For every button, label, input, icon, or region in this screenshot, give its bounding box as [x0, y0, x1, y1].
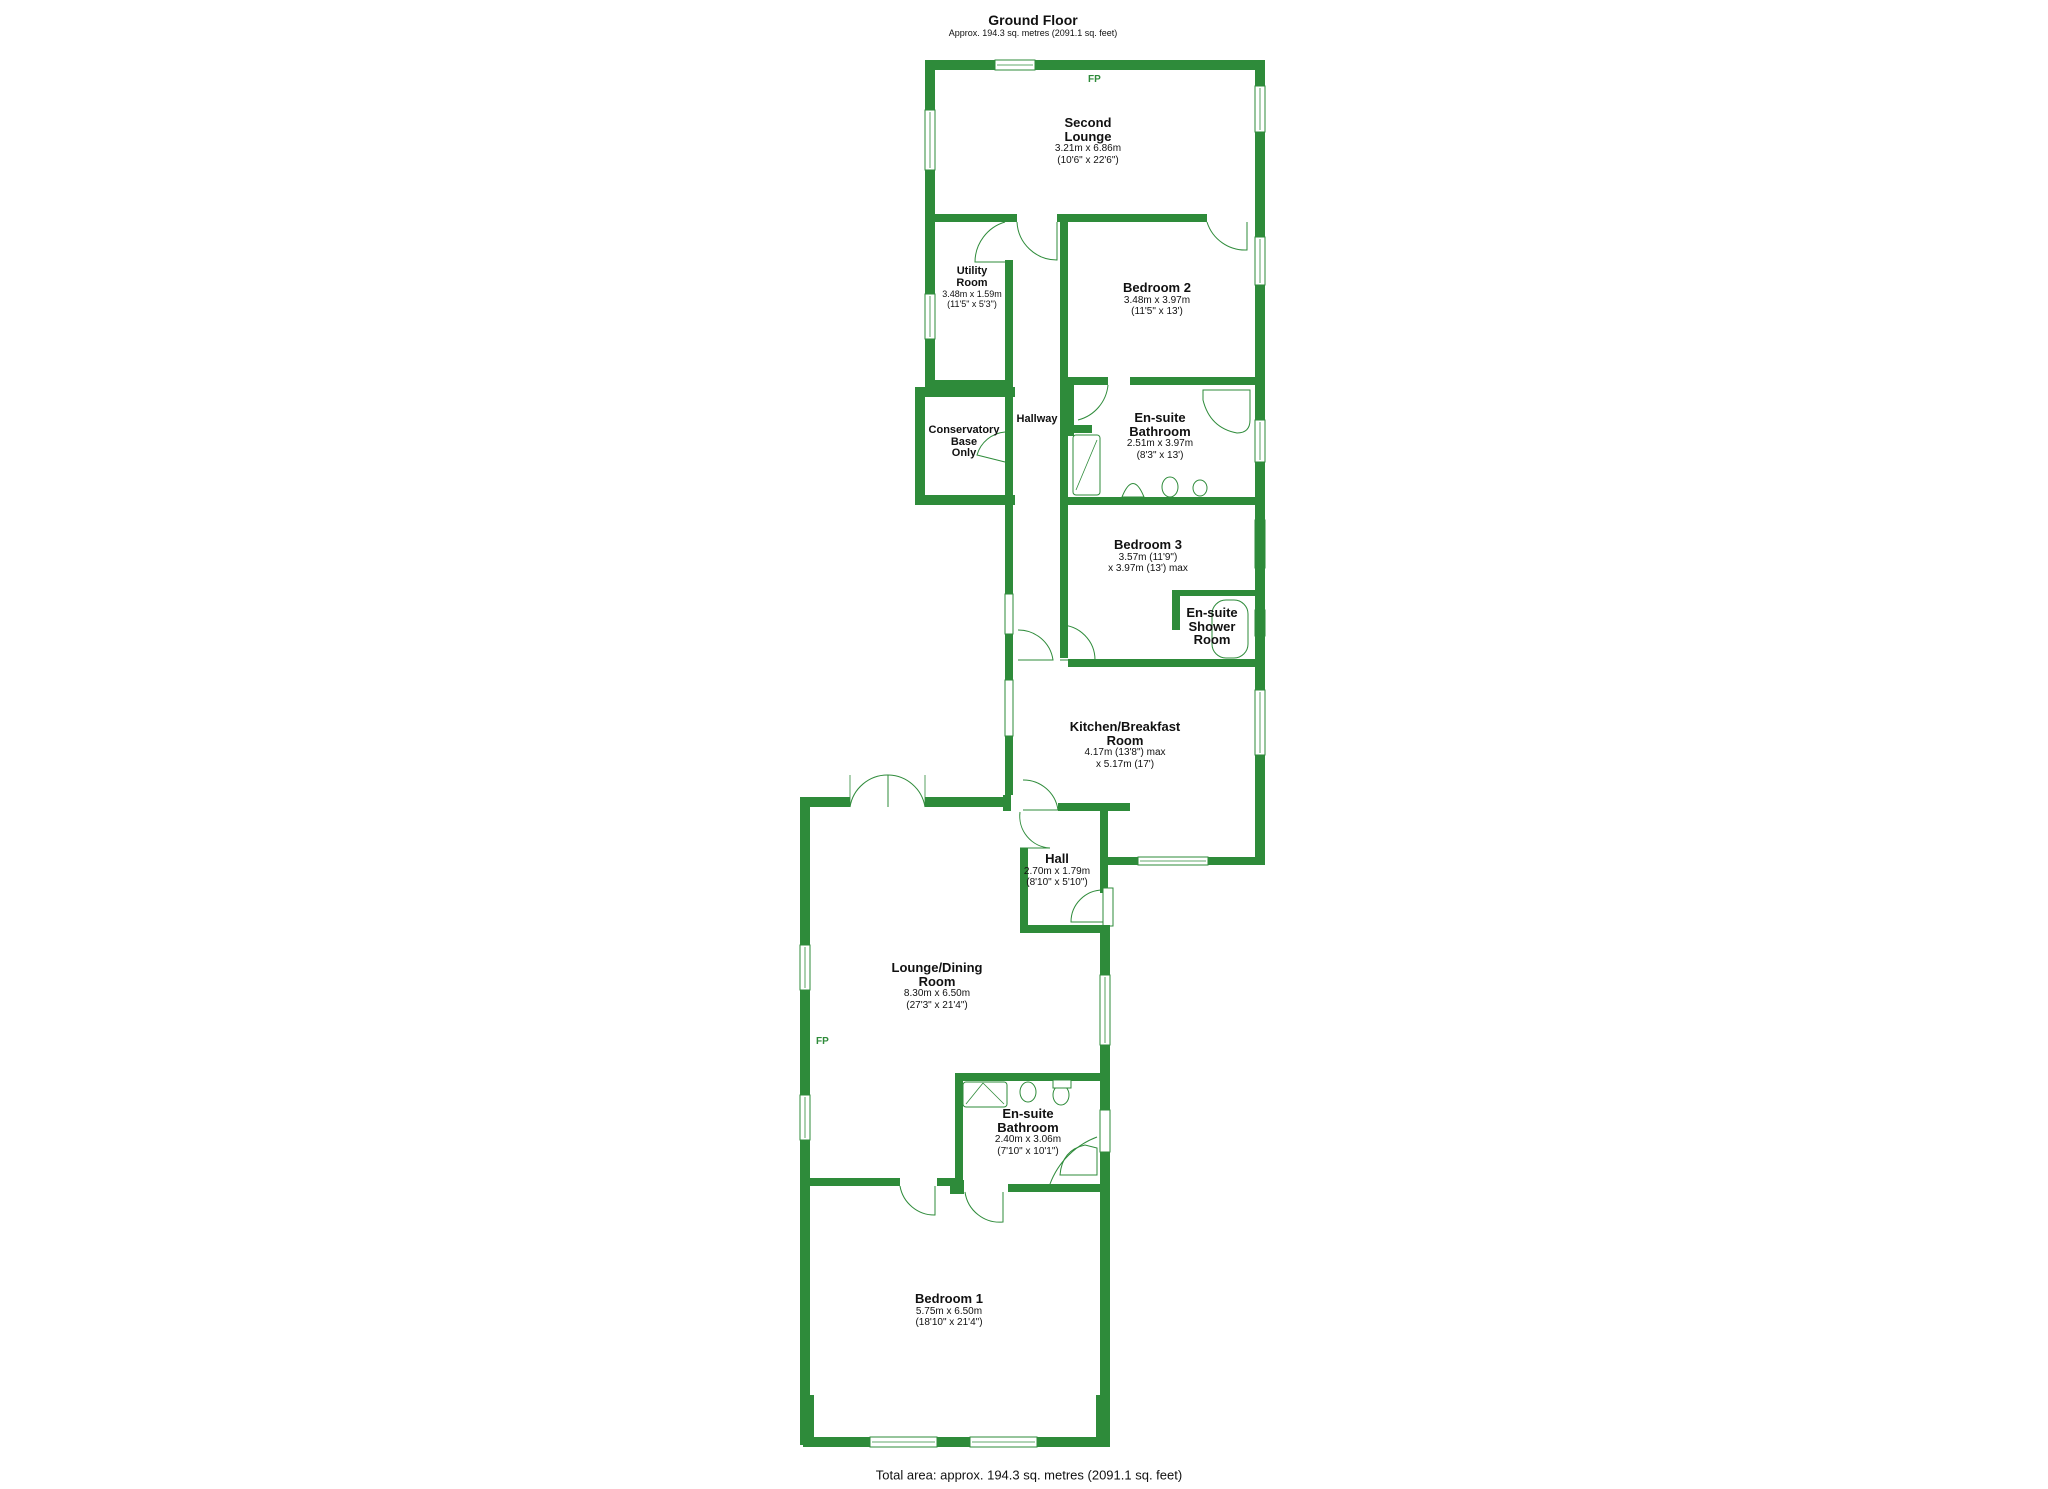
room-label-bedroom-1: Bedroom 1 5.75m x 6.50m (18'10" x 21'4") [915, 1291, 983, 1329]
floor-title-block: Ground Floor Approx. 194.3 sq. metres (2… [949, 12, 1118, 38]
room-label-kitchen: Kitchen/Breakfast Room 4.17m (13'8") max… [1069, 719, 1181, 770]
room-label-ensuite-bathroom-lower: En-suite Bathroom 2.40m x 3.06m (7'10" x… [994, 1106, 1062, 1157]
fireplace-marker: FP [816, 1036, 829, 1047]
walls-bedroom-3 [1060, 505, 1255, 667]
room-label-lounge-dining: Lounge/Dining Room 8.30m x 6.50m (27'3" … [891, 960, 983, 1011]
room-label-bedroom-3: Bedroom 3 3.57m (11'9") x 3.97m (13') ma… [1108, 537, 1188, 575]
walls-ensuite-upper [1068, 378, 1255, 505]
room-label-ensuite-shower: En-suite Shower Room [1186, 605, 1238, 648]
walls-bedroom-1 [800, 1178, 1110, 1447]
fireplace-marker: FP [1088, 74, 1101, 85]
room-label-utility: Utility Room 3.48m x 1.59m (11'5" x 5'3"… [942, 265, 1002, 310]
room-label-second-lounge: Second Lounge 3.21m x 6.86m (10'6" x 22'… [1054, 115, 1122, 166]
floor-title: Ground Floor [988, 12, 1078, 28]
total-area-caption: Total area: approx. 194.3 sq. metres (20… [875, 1467, 1183, 1483]
floor-area-subtitle: Approx. 194.3 sq. metres (2091.1 sq. fee… [948, 28, 1118, 38]
room-label-hallway: Hallway [1016, 413, 1058, 425]
room-label-hall: Hall 2.70m x 1.79m (8'10" x 5'10") [1023, 851, 1091, 889]
room-label-ensuite-bathroom-upper: En-suite Bathroom 2.51m x 3.97m (8'3" x … [1126, 410, 1194, 461]
room-label-conservatory: Conservatory Base Only [928, 424, 1000, 460]
room-label-bedroom-2: Bedroom 2 3.48m x 3.97m (11'5" x 13') [1123, 280, 1191, 318]
walls-bedroom-2 [1060, 218, 1255, 658]
